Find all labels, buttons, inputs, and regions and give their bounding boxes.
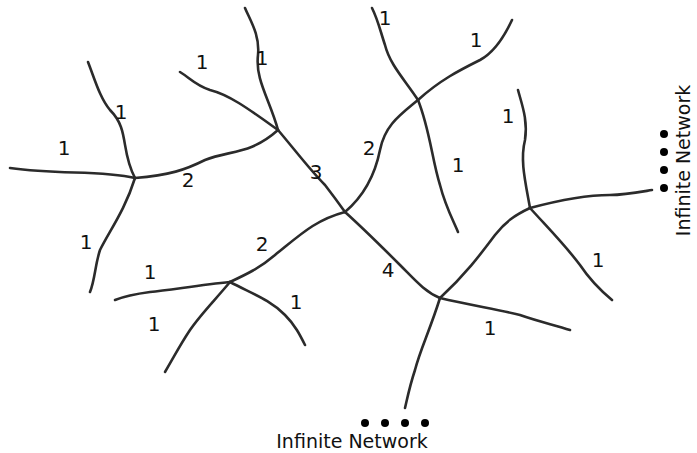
branch [440, 208, 530, 298]
stream-order-number: 1 [502, 106, 515, 126]
branch [530, 190, 652, 208]
branch [405, 298, 440, 408]
branch [440, 298, 570, 330]
branch [230, 212, 345, 282]
network-label: Infinite Network [276, 432, 427, 451]
stream-order-number: 1 [196, 52, 209, 72]
stream-order-number: 1 [148, 314, 161, 334]
stream-order-number: 4 [382, 260, 395, 280]
stream-order-number: 1 [484, 318, 497, 338]
branch [518, 90, 530, 208]
stream-order-number: 1 [452, 155, 465, 175]
stream-order-number: 1 [58, 138, 71, 158]
branch [278, 130, 345, 212]
stream-order-number: 1 [115, 102, 128, 122]
stream-order-number: 2 [363, 138, 376, 158]
branch [230, 282, 305, 345]
branch [530, 208, 612, 300]
branch [88, 62, 135, 178]
stream-order-number: 1 [144, 262, 157, 282]
stream-order-number: 1 [256, 48, 269, 68]
network-label: Infinite Network [674, 84, 693, 235]
stream-order-number: 1 [592, 250, 605, 270]
branch [10, 168, 135, 178]
branch [115, 282, 230, 300]
branch [165, 282, 230, 372]
stream-order-number: 1 [379, 8, 392, 28]
branch [135, 130, 278, 178]
stream-order-number: 2 [182, 170, 195, 190]
stream-order-number: 3 [310, 162, 323, 182]
branch [245, 8, 278, 130]
stream-order-number: 1 [80, 232, 93, 252]
branch [345, 212, 440, 298]
stream-order-number: 1 [290, 292, 303, 312]
branch [372, 8, 418, 100]
stream-order-number: 2 [256, 234, 269, 254]
continuation-dots [361, 130, 668, 427]
branch [345, 100, 418, 212]
branch [418, 20, 512, 100]
stream-order-number: 1 [470, 30, 483, 50]
branch [180, 72, 278, 130]
branch [90, 178, 135, 292]
